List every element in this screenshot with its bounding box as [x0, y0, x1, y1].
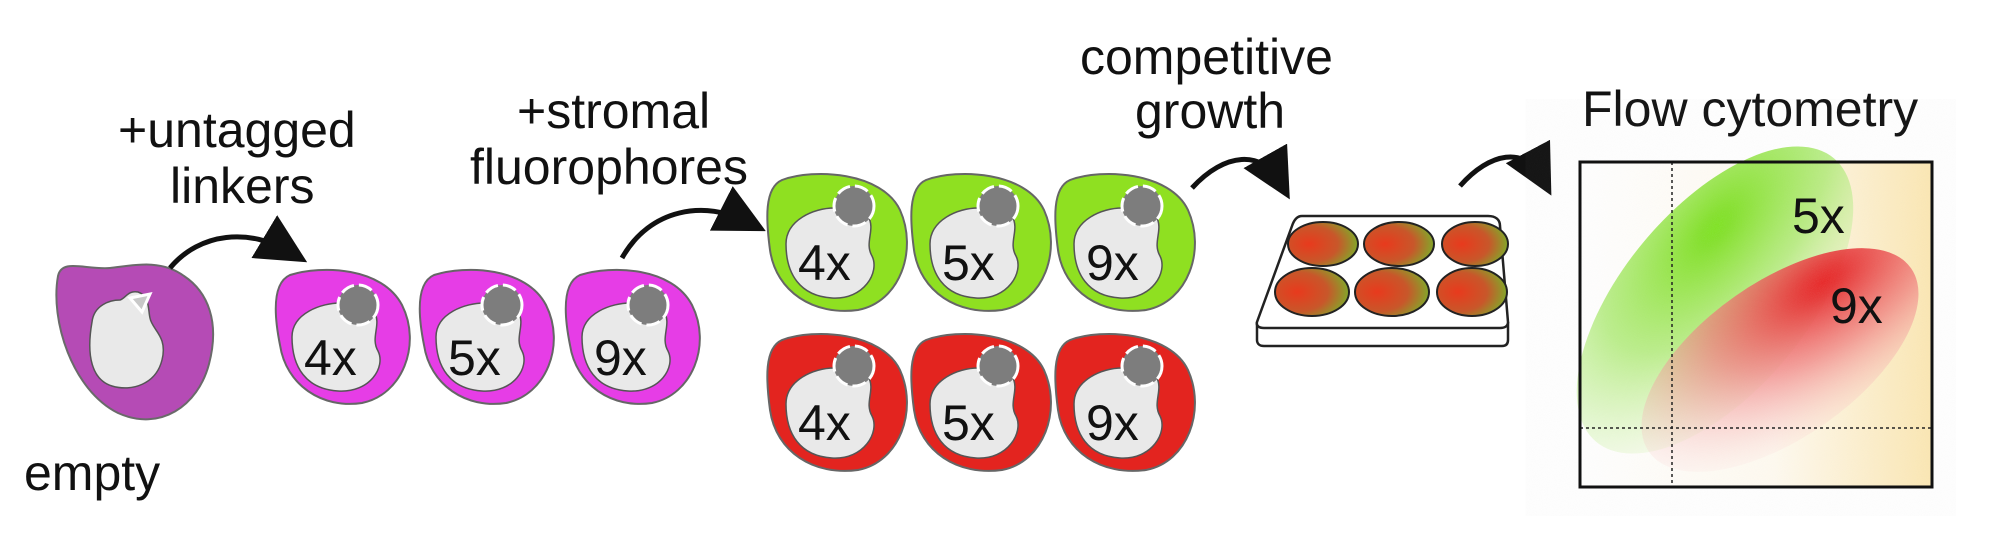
well	[1363, 221, 1435, 267]
well	[1441, 221, 1509, 267]
red-cell-4x: 4x	[766, 332, 908, 472]
organelle-icon	[1120, 184, 1164, 228]
red-population	[1641, 248, 1919, 472]
cell-label: 9x	[1086, 395, 1139, 451]
label-growth: growth	[1135, 83, 1285, 139]
arrow-growth	[1190, 143, 1290, 200]
green-cell-4x: 4x	[766, 172, 908, 312]
cell-label: 4x	[304, 330, 357, 386]
cell-label: 9x	[594, 330, 647, 386]
well-plate	[1255, 214, 1510, 348]
organelle-icon	[976, 344, 1020, 388]
well	[1354, 267, 1430, 317]
cell-label: 5x	[448, 330, 501, 386]
label-empty: empty	[24, 445, 160, 501]
flow-cytometry-plot: 5x 9x	[1576, 146, 1934, 489]
well	[1274, 267, 1350, 317]
organelle-icon	[626, 283, 670, 327]
label-competitive: competitive	[1080, 29, 1333, 85]
vacuole	[89, 290, 165, 389]
empty-cell: empty	[24, 263, 215, 501]
green-population	[1576, 146, 1854, 454]
empty-organelle	[127, 291, 153, 315]
curved-arrow-icon	[619, 186, 766, 260]
organelle-icon	[336, 283, 380, 327]
curved-arrow-icon	[168, 215, 308, 270]
cell-label: 9x	[1086, 235, 1139, 291]
magenta-cell-4x: 4x	[274, 268, 411, 405]
population-label-9x: 9x	[1830, 278, 1883, 334]
arrow-flow	[1458, 139, 1552, 196]
organelle-icon	[832, 184, 876, 228]
green-cell-9x: 9x	[1054, 172, 1196, 312]
arrow-linkers	[168, 215, 308, 270]
organelle-icon	[832, 344, 876, 388]
magenta-cell-9x: 9x	[564, 268, 701, 405]
red-cell-5x: 5x	[910, 332, 1052, 472]
curved-arrow-icon	[1458, 139, 1552, 196]
cell-label: 5x	[942, 235, 995, 291]
label-flow-cytometry: Flow cytometry	[1582, 81, 1918, 137]
label-fluorophores: fluorophores	[470, 139, 748, 195]
red-cell-9x: 9x	[1054, 332, 1196, 472]
cell-label: 4x	[798, 395, 851, 451]
plot-frame	[1578, 160, 1934, 489]
organelle-icon	[480, 283, 524, 327]
well	[1287, 221, 1359, 267]
organelle-icon	[976, 184, 1020, 228]
curved-arrow-icon	[1190, 143, 1290, 200]
population-label-5x: 5x	[1792, 188, 1845, 244]
arrow-fluorophores	[619, 186, 766, 260]
label-stromal: +stromal	[517, 83, 710, 139]
organelle-icon	[1120, 344, 1164, 388]
label-untagged: +untagged	[118, 102, 356, 158]
label-linkers: linkers	[170, 158, 314, 214]
cell-label: 5x	[942, 395, 995, 451]
well	[1436, 267, 1508, 317]
green-cell-5x: 5x	[910, 172, 1052, 312]
cell-label: 4x	[798, 235, 851, 291]
magenta-cell-5x: 5x	[418, 268, 555, 405]
